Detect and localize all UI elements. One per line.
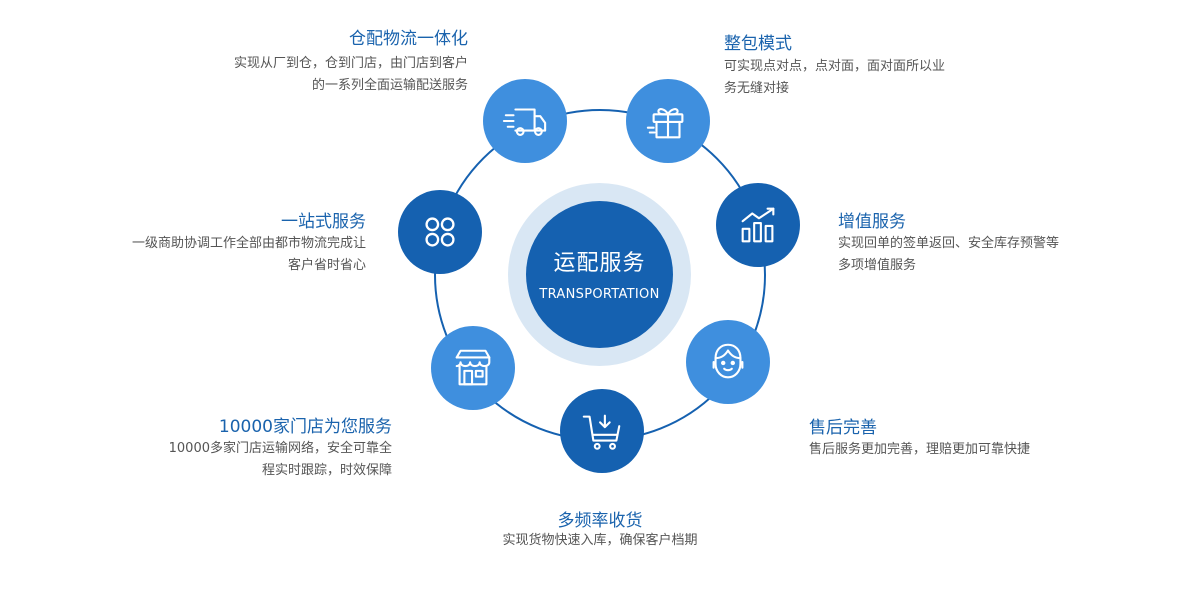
node-title-multi-frequency: 多频率收货 <box>557 511 643 531</box>
node-desc-package-mode: 可实现点对点，点对面，面对面所以业 务无缝对接 <box>724 59 946 96</box>
center-title: 运配服务 <box>553 251 646 276</box>
customer-service-icon <box>712 343 744 379</box>
node-store-network <box>431 326 515 410</box>
apps-icon <box>425 217 455 247</box>
cart-icon <box>582 414 621 450</box>
node-desc-multi-frequency: 实现货物快速入库，确保客户档期 <box>502 533 698 548</box>
gift-icon <box>646 108 684 139</box>
store-icon <box>455 349 491 386</box>
center-halo: 运配服务 TRANSPORTATION <box>508 183 691 366</box>
truck-icon <box>502 108 547 136</box>
node-title-warehouse-logistics: 仓配物流一体化 <box>349 29 468 49</box>
node-desc-store-network: 10000多家门店运输网络，安全可靠全 程实时跟踪，时效保障 <box>168 441 392 478</box>
node-multi-frequency <box>560 389 644 473</box>
node-desc-warehouse-logistics: 实现从厂到仓，仓到门店，由门店到客户 的一系列全面运输配送服务 <box>233 56 468 93</box>
node-title-package-mode: 整包模式 <box>724 34 792 54</box>
node-warehouse-logistics <box>483 79 567 163</box>
center-subtitle: TRANSPORTATION <box>539 287 660 302</box>
node-one-stop <box>398 190 482 274</box>
growth-chart-icon <box>741 207 775 243</box>
node-title-after-sales: 售后完善 <box>809 418 877 438</box>
node-value-added <box>716 183 800 267</box>
center-circle: 运配服务 TRANSPORTATION <box>526 201 673 348</box>
node-package-mode <box>626 79 710 163</box>
node-desc-value-added: 实现回单的签单返回、安全库存预警等 多项增值服务 <box>838 236 1060 273</box>
node-desc-one-stop: 一级商助协调工作全部由都市物流完成让 客户省时省心 <box>131 236 366 273</box>
node-title-value-added: 增值服务 <box>838 212 906 232</box>
node-after-sales <box>686 320 770 404</box>
node-title-store-network: 10000家门店为您服务 <box>218 417 392 437</box>
node-title-one-stop: 一站式服务 <box>281 212 366 232</box>
node-desc-after-sales: 售后服务更加完善，理赔更加可靠快捷 <box>809 442 1031 457</box>
